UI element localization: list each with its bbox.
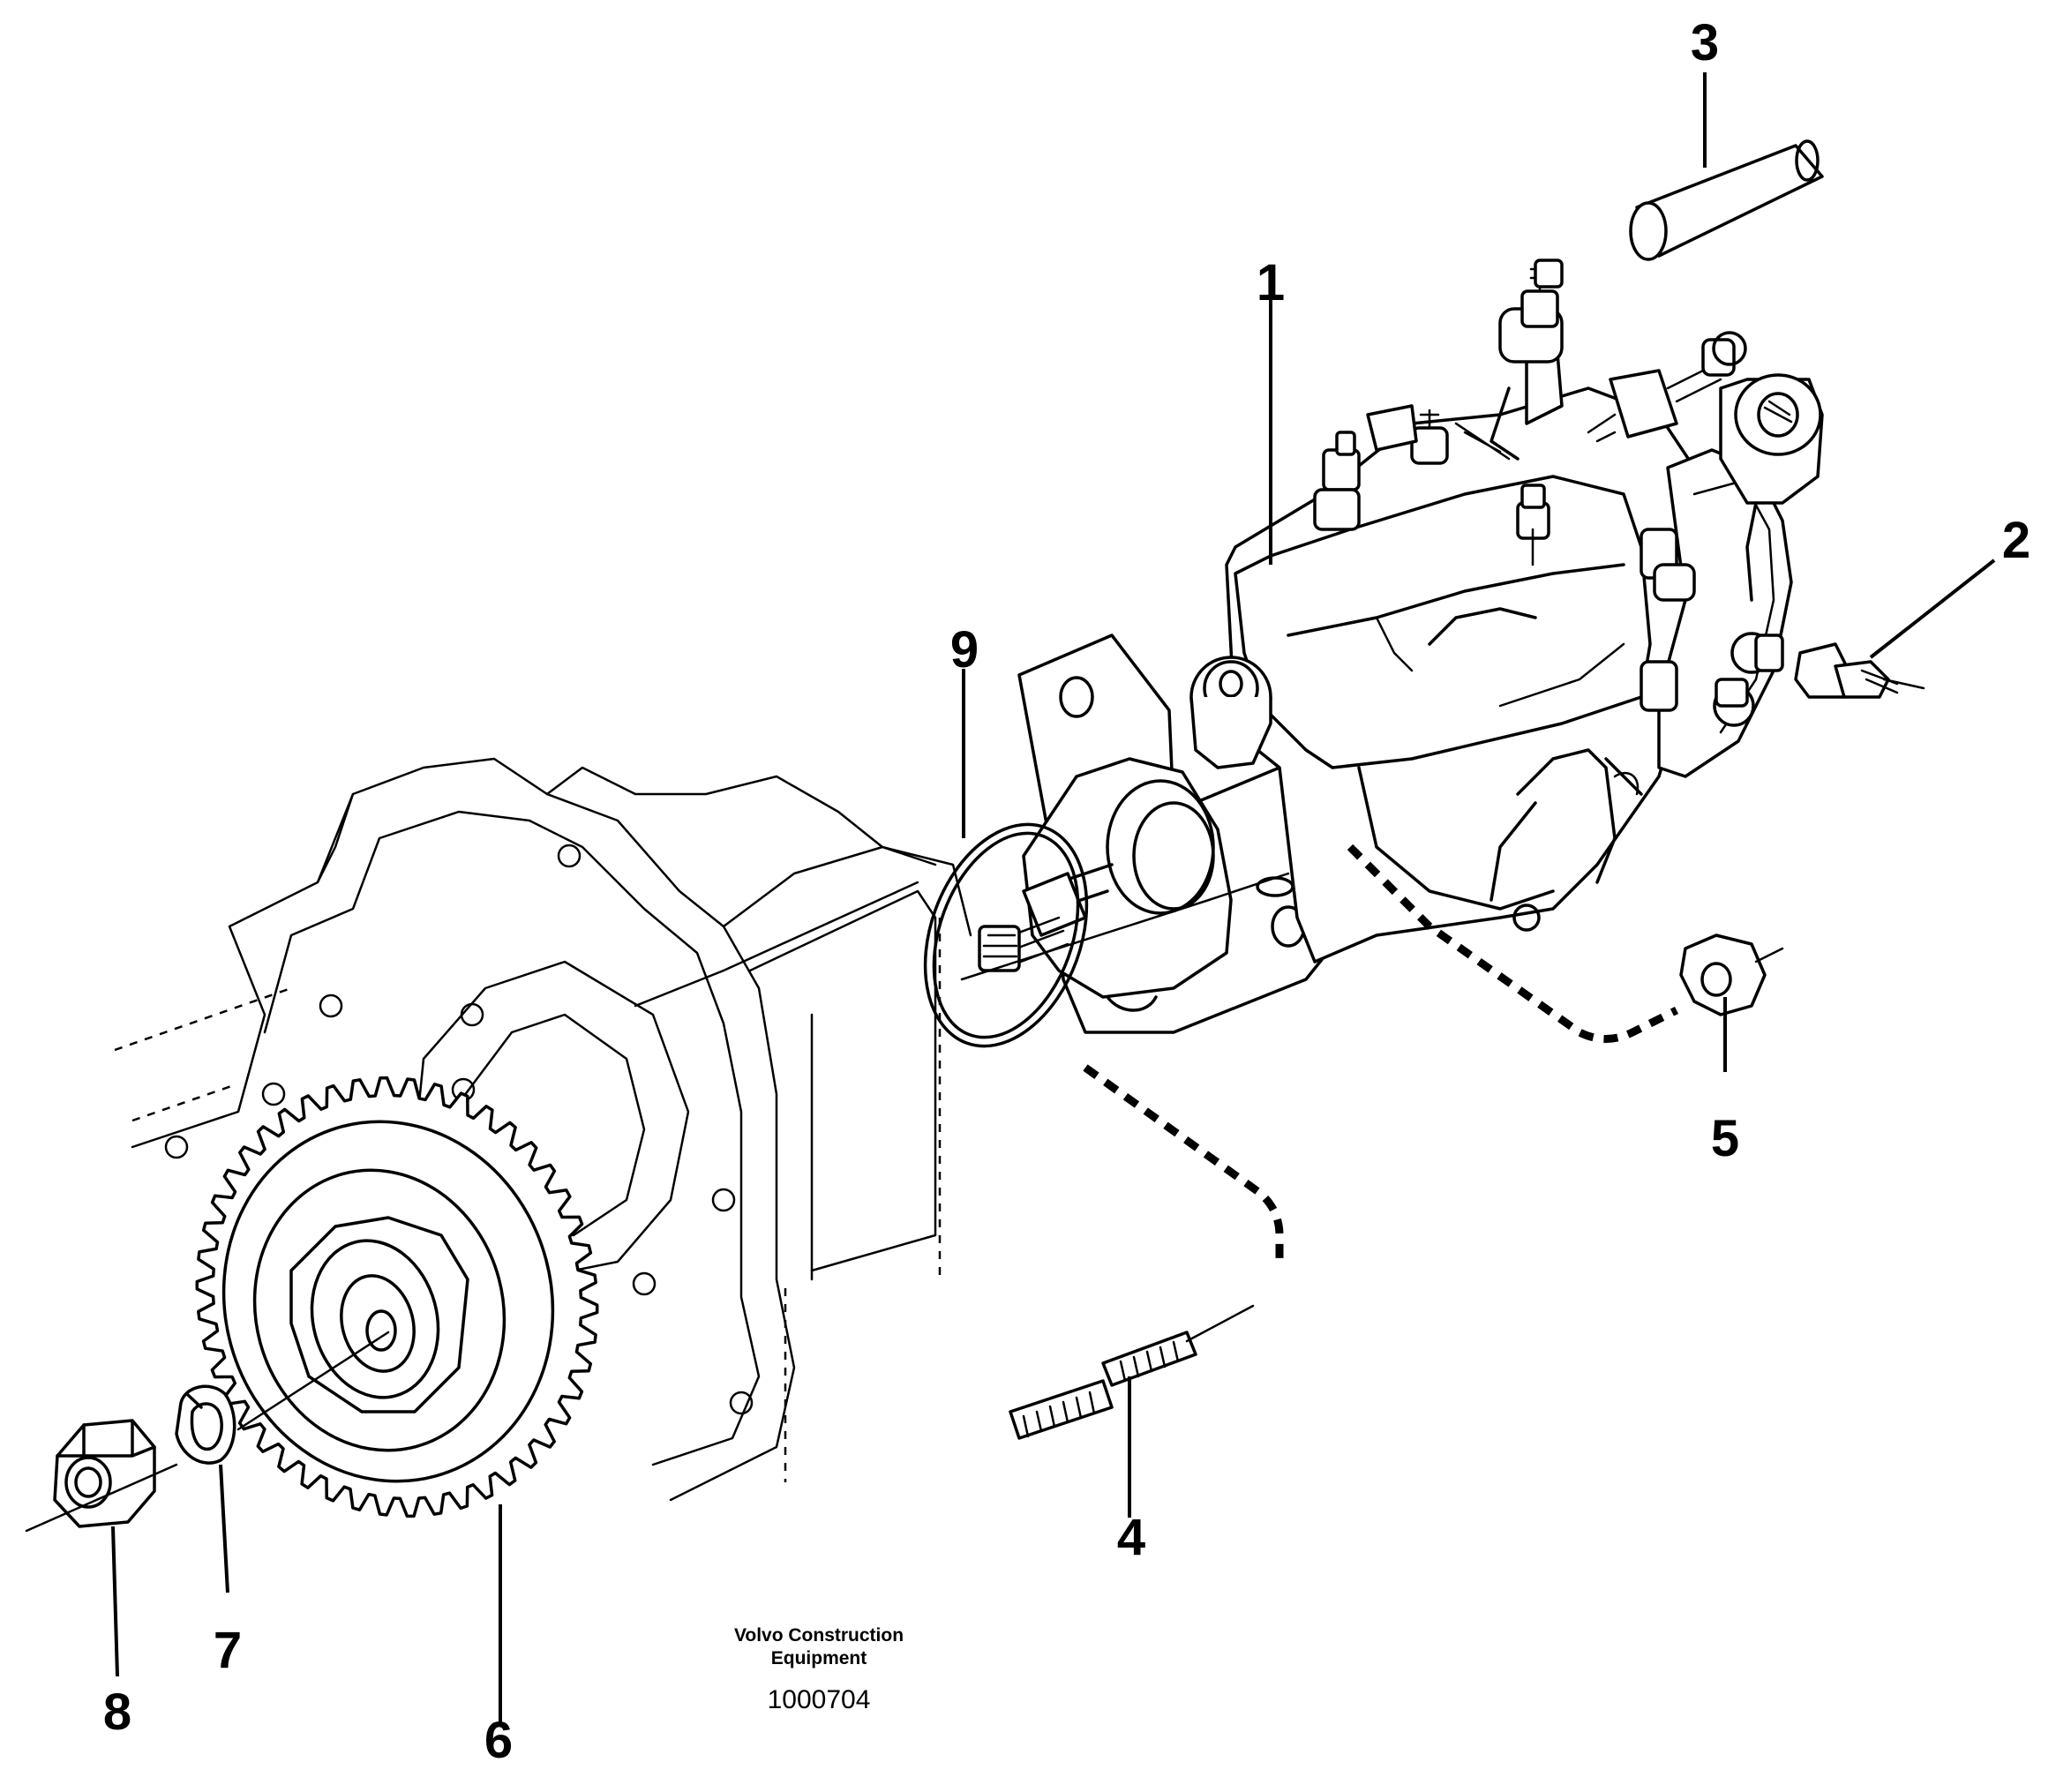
callout-4: 4: [1117, 1509, 1145, 1566]
sleeve-part: [1629, 139, 1824, 261]
stud-bolt: [1009, 1304, 1255, 1440]
lock-washer: [175, 1384, 236, 1465]
callout-3: 3: [1691, 14, 1719, 71]
callout-1: 1: [1257, 254, 1285, 311]
callout-2: 2: [2002, 512, 2030, 569]
leader-lines: [111, 72, 1996, 1725]
timing-housing: [114, 757, 972, 1502]
gear-axis-line: [25, 1331, 390, 1533]
credit-line-2: Equipment: [771, 1648, 867, 1668]
credit-line-1: Volvo Construction: [734, 1625, 904, 1646]
callout-5: 5: [1711, 1110, 1739, 1167]
assembly-dash-line-4: [1083, 1064, 1284, 1262]
fitting-group: [1313, 331, 1747, 566]
callout-8: 8: [103, 1683, 131, 1741]
assembly-dash-line-5: [1347, 844, 1679, 1043]
callout-9: 9: [950, 621, 979, 679]
banjo-bolt: [1794, 642, 1925, 699]
flange-nut: [1679, 933, 1784, 1016]
callout-6: 6: [484, 1712, 513, 1769]
figure-number: 1000704: [768, 1685, 871, 1714]
drive-gear: [195, 1076, 599, 1518]
gear-nut: [53, 1419, 156, 1528]
o-ring: [923, 822, 1089, 1048]
callout-7: 7: [214, 1622, 242, 1679]
injection-pump: [960, 259, 1824, 1034]
